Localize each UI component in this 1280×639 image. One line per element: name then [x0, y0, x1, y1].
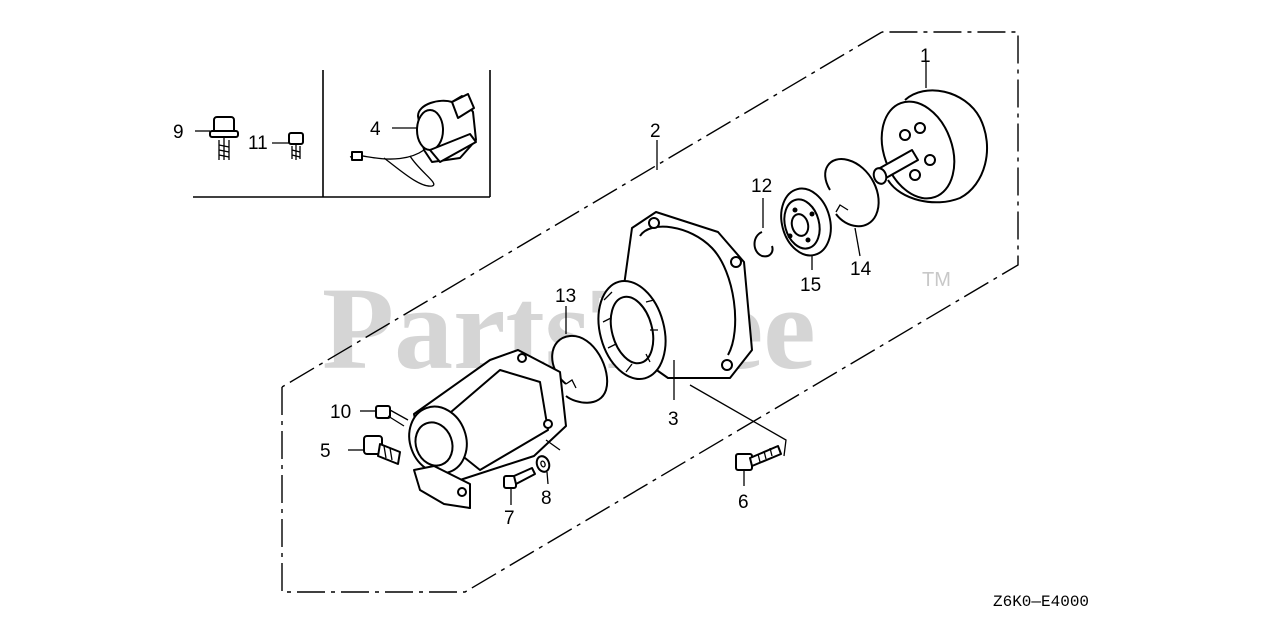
part-12-clip — [753, 198, 774, 258]
callout-14: 14 — [850, 259, 872, 280]
callout-11: 11 — [248, 133, 268, 154]
part-9-bolt — [195, 116, 239, 160]
callout-6: 6 — [738, 492, 749, 513]
part-11-bolt — [272, 132, 304, 160]
callout-3: 3 — [668, 409, 679, 430]
callout-4: 4 — [370, 119, 381, 140]
callout-1: 1 — [920, 46, 931, 67]
part-3-clutch-housing — [597, 211, 787, 457]
part-8-washer — [535, 455, 551, 485]
callout-5: 5 — [320, 441, 331, 462]
watermark-trademark: TM — [922, 269, 951, 291]
part-5-bolt — [348, 435, 401, 465]
callout-7: 7 — [504, 508, 515, 529]
part-4-switch — [349, 93, 477, 187]
part-13-circlip — [551, 306, 609, 404]
callout-12: 12 — [751, 176, 772, 197]
part-6-bolt — [735, 445, 782, 486]
part-10-bolt — [360, 405, 409, 427]
callout-9: 9 — [173, 122, 184, 143]
callout-10: 10 — [330, 402, 351, 423]
part-15-bearing — [780, 187, 832, 270]
assembly-outline — [281, 31, 1019, 593]
callout-13: 13 — [555, 286, 576, 307]
part-housing-shaft — [408, 349, 567, 509]
callout-8: 8 — [541, 488, 552, 509]
inset-box — [193, 70, 491, 198]
part-14-circlip — [824, 158, 880, 257]
callout-15: 15 — [800, 275, 821, 296]
part-1-clutch-drum — [872, 62, 988, 204]
part-7-screw — [503, 467, 536, 505]
diagram-code: Z6K0—E4000 — [993, 593, 1089, 611]
callout-2: 2 — [650, 121, 661, 142]
